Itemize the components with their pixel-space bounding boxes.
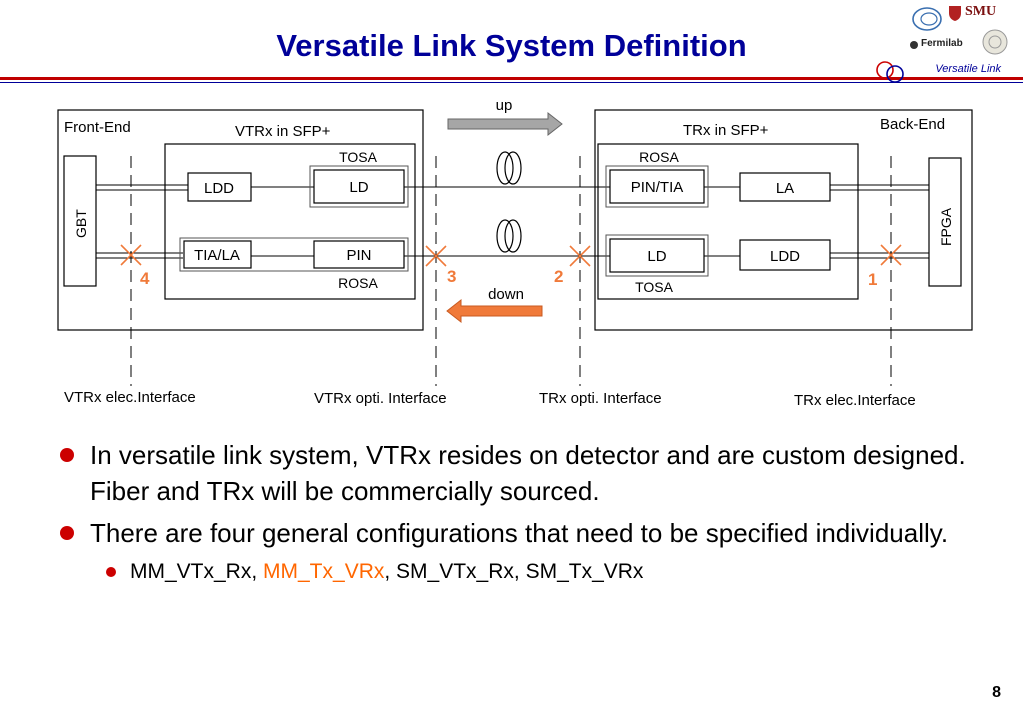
vtrx-module-label: VTRx in SFP+ (235, 123, 331, 140)
fiber-coil-lower-icon (496, 219, 522, 253)
bullet-dot-icon (60, 526, 74, 540)
down-arrow-icon (446, 298, 543, 324)
sub-bullet-highlight: MM_Tx_VRx (263, 560, 385, 583)
cern-logo-icon (912, 7, 942, 31)
page-number: 8 (992, 684, 1001, 701)
vtrx-pin-block (313, 240, 405, 269)
vtrx-tia-la-label: TIA/LA (194, 247, 240, 264)
interface-number-3: 3 (447, 267, 456, 286)
vtrx-ld-block (313, 169, 405, 204)
fermilab-logo-text: Fermilab (921, 38, 963, 49)
sub-bullet-dot-icon (106, 567, 116, 577)
vtrx-tosa-label: TOSA (339, 149, 378, 165)
trx-la-label: LA (776, 180, 794, 197)
down-arrow-label: down (488, 286, 524, 303)
trx-module-label: TRx in SFP+ (683, 122, 769, 139)
trx-ld-block (609, 238, 705, 273)
back-end-label: Back-End (880, 116, 945, 133)
sub-bullet-item: MM_VTx_Rx, MM_Tx_VRx, SM_VTx_Rx, SM_Tx_V… (106, 557, 1010, 587)
trx-rosa-label: ROSA (639, 149, 679, 165)
trx-ldd-label: LDD (770, 248, 800, 265)
bullet-list: In versatile link system, VTRx resides o… (60, 437, 1010, 587)
up-arrow-label: up (496, 97, 513, 114)
vtrx-ld-label: LD (349, 179, 368, 196)
bullet-text: There are four general configurations th… (90, 518, 949, 548)
logos: SMU Fermilab (907, 2, 1017, 62)
fpga-box (928, 157, 962, 287)
smu-shield-icon (949, 6, 961, 21)
trx-pin-tia-block (609, 169, 705, 204)
front-end-label: Front-End (64, 119, 131, 136)
diagram-svg: Front-End Back-End VTRx in SFP+ TRx in S… (42, 96, 987, 418)
back-end-box (594, 109, 973, 331)
trx-tosa-outline (605, 234, 709, 277)
brand-label: Versatile Link (935, 63, 1001, 75)
interface-marker-3-icon (425, 245, 447, 267)
sub-bullet-text-part1: MM_VTx_Rx, (130, 560, 264, 583)
interface-number-2: 2 (554, 267, 563, 286)
up-arrow-icon (447, 111, 563, 137)
bullet-dot-icon (60, 448, 74, 462)
fermilab-icon (910, 41, 918, 49)
interface-marker-1-icon (880, 244, 902, 266)
trx-pin-tia-label: PIN/TIA (631, 179, 684, 196)
vtrx-ldd-block (187, 172, 252, 202)
smu-logo-text: SMU (965, 4, 997, 19)
slide-title: Versatile Link System Definition (276, 28, 747, 63)
interface-marker-4-icon (120, 244, 142, 266)
vtrx-tia-la-block (183, 240, 252, 269)
trx-rosa-outline (605, 165, 709, 208)
bullet-item: In versatile link system, VTRx resides o… (60, 437, 1010, 509)
trx-ldd-block (739, 239, 831, 271)
trx-module-box (597, 143, 859, 300)
header-red-line (0, 77, 1023, 80)
vtrx-rosa-label: ROSA (338, 275, 378, 291)
fiber-coil-upper-icon (496, 151, 522, 185)
fpga-label: FPGA (938, 207, 954, 246)
system-diagram: Front-End Back-End VTRx in SFP+ TRx in S… (42, 96, 987, 418)
versatile-link-rings-icon (876, 61, 904, 83)
interface-number-4: 4 (140, 269, 150, 288)
bullet-item: There are four general configurations th… (60, 515, 1010, 551)
vtrx-pin-label: PIN (346, 247, 371, 264)
interface-label-trx-opti: TRx opti. Interface (539, 390, 662, 407)
vtrx-tia-outline (179, 237, 409, 272)
interface-label-vtrx-opti: VTRx opti. Interface (314, 390, 447, 407)
gbt-label: GBT (73, 209, 89, 238)
vtrx-tosa-outline (309, 165, 409, 208)
vtrx-ldd-label: LDD (204, 180, 234, 197)
trx-la-block (739, 172, 831, 202)
trx-tosa-label: TOSA (635, 279, 674, 295)
interface-number-1: 1 (868, 270, 877, 289)
vtrx-module-box (164, 143, 416, 300)
header-blue-line (0, 82, 1023, 83)
interface-label-trx-elec: TRx elec.Interface (794, 392, 916, 409)
oxford-seal-icon (982, 29, 1008, 55)
interface-label-vtrx-elec: VTRx elec.Interface (64, 389, 196, 406)
sub-bullet-text-part3: , SM_VTx_Rx, SM_Tx_VRx (384, 560, 644, 583)
trx-ld-label: LD (647, 248, 666, 265)
interface-marker-2-icon (569, 245, 591, 267)
gbt-box (63, 155, 97, 287)
bullet-text: In versatile link system, VTRx resides o… (90, 440, 966, 506)
front-end-box (57, 109, 424, 331)
